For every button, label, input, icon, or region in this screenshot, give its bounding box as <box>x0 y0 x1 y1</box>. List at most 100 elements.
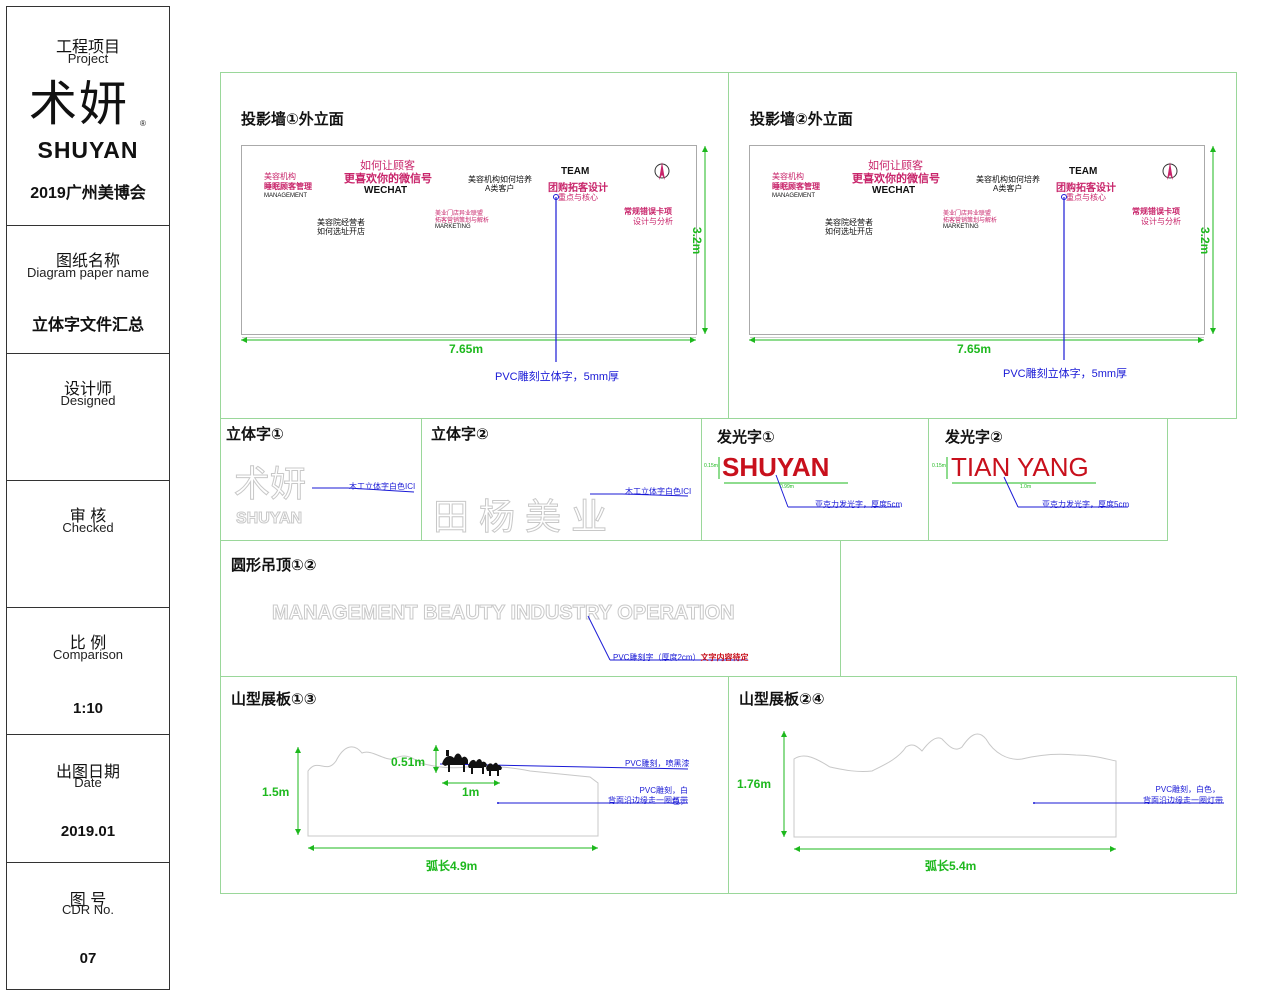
glow2-width-label: 1.0m <box>1020 484 1032 490</box>
wall1-a3: MANAGEMENT <box>264 193 308 199</box>
wall1-e2: 如何选址开店 <box>317 227 365 236</box>
compass-logo-icon <box>1162 162 1178 180</box>
cdr-label-zh: 图 号 <box>69 892 107 909</box>
checked-label-en: Checked <box>62 520 114 535</box>
mountain2-height-label: 1.76m <box>737 777 772 791</box>
wall1-g2: 设计与分析 <box>633 217 673 226</box>
project-logo-zh: 术妍 <box>29 76 130 132</box>
glow1-height-label: 0.15m <box>704 463 718 469</box>
glow2-dimensions <box>946 457 1128 508</box>
wall2-f1: 美业门店异业联盟 <box>943 211 992 217</box>
glow2-panel <box>928 418 1168 541</box>
mountain2-drawing <box>781 731 1224 852</box>
glow2-text: TIAN YANG <box>951 452 1089 482</box>
diagram-value: 立体字文件汇总 <box>31 317 144 334</box>
wall2-d2: 团购拓客设计 <box>1056 183 1116 194</box>
letter2-note: 木工立体字白色ICI <box>625 487 692 496</box>
glow2-title: 发光字② <box>945 429 1003 446</box>
camel-silhouette-icon <box>442 750 502 776</box>
compass-logo-icon <box>654 162 670 180</box>
wall1-a2: 睡眠顾客管理 <box>264 182 312 191</box>
wall1-d3: 重点与核心 <box>558 193 598 202</box>
project-label-zh: 工程项目 <box>55 39 120 56</box>
checked-cell: 审 核 Checked <box>7 480 169 608</box>
wall1-note: PVC雕刻立体字，5mm厚 <box>495 371 620 383</box>
wall2-b3: WECHAT <box>872 185 916 196</box>
wall1-b1: 如何让顾客 <box>360 160 415 172</box>
wall1-a1: 美容机构 <box>264 172 296 181</box>
mountain1-note2b: 背面沿边缘走一圈灯带 <box>608 796 688 805</box>
wall2-b1: 如何让顾客 <box>868 160 923 172</box>
wall1-g1: 常规错误卡项 <box>624 207 672 216</box>
wall2-height-label: 3.2m <box>1198 227 1212 255</box>
mountain1-title: 山型展板①③ <box>231 691 317 708</box>
diagram-label-en: Diagram paper name <box>26 265 150 280</box>
wall1-c1: 美容机构如何培养 <box>468 175 532 184</box>
diagram-cell: 图纸名称 Diagram paper name 立体字文件汇总 <box>7 225 169 354</box>
project-logo-en: SHUYAN <box>37 137 139 163</box>
glow1-text: SHUYAN <box>722 452 830 482</box>
date-label-en: Date <box>74 775 102 790</box>
mountain1-note2a: PVC雕刻，白色， <box>639 786 688 806</box>
designer-label-zh: 设计师 <box>63 381 112 398</box>
mountain1-camel-width-label: 1m <box>462 785 480 799</box>
wall2-note: PVC雕刻立体字，5mm厚 <box>1003 368 1128 380</box>
wall2-width-label: 7.65m <box>957 342 992 356</box>
wall1-title: 投影墙①外立面 <box>241 111 344 128</box>
scale-label-zh: 比 例 <box>69 635 107 652</box>
date-label-zh: 出图日期 <box>55 764 120 781</box>
mountain1-note1: PVC雕刻，喷黑漆 <box>625 759 690 768</box>
wall2-d3: 重点与核心 <box>1066 193 1106 202</box>
wall1-floor <box>242 333 696 338</box>
wall1-d1: TEAM <box>561 166 590 177</box>
mountain1-arc-label: 弧长4.9m <box>426 859 478 873</box>
mountain2-note2b: 背面沿边缘走一圈灯带 <box>1143 796 1223 805</box>
designer-cell: 设计师 Designed <box>7 353 169 481</box>
wall2-g1: 常规错误卡项 <box>1132 207 1180 216</box>
project-cell: 工程项目 Project 术妍 ® SHUYAN 2019广州美博会 <box>7 7 169 226</box>
glow1-dimensions <box>718 457 900 508</box>
ceiling-note-b: 文字内容待定 <box>700 653 749 662</box>
glow1-width-label: 0.99m <box>780 484 794 490</box>
wall1-height-label: 3.2m <box>690 227 704 255</box>
project-event: 2019广州美博会 <box>30 185 146 202</box>
ceiling-leader <box>587 615 748 661</box>
wall1-e1: 美容院经营者 <box>317 218 365 227</box>
project-label-en: Project <box>67 51 109 66</box>
wall2-a1: 美容机构 <box>772 172 804 181</box>
wall2-a2: 睡眠顾客管理 <box>772 182 820 191</box>
glow2-note: 亚克力发光字，厚度5cm <box>1042 500 1130 509</box>
title-block: 工程项目 Project 术妍 ® SHUYAN 2019广州美博会 图纸名称 … <box>6 6 170 990</box>
wall2-a3: MANAGEMENT <box>772 193 816 199</box>
wall2-b2: 更喜欢你的微信号 <box>852 173 940 185</box>
scale-value: 1:10 <box>72 700 104 717</box>
letter2-text: 田杨美业 <box>432 496 618 538</box>
wall1-f1: 美业门店异业联盟 <box>435 211 484 217</box>
wall2-e1: 美容院经营者 <box>825 218 873 227</box>
mountain2-title: 山型展板②④ <box>739 691 825 708</box>
cdr-value: 07 <box>79 950 97 967</box>
cdr-cell: 图 号 CDR No. 07 <box>7 862 169 989</box>
wall2-g2: 设计与分析 <box>1141 217 1181 226</box>
ceiling-text: MANAGEMENT BEAUTY INDUSTRY OPERATION <box>272 602 736 625</box>
glow1-note: 亚克力发光字，厚度5cm <box>815 500 903 509</box>
wall2-d1: TEAM <box>1069 166 1098 177</box>
ceiling-title: 圆形吊顶①② <box>231 557 317 574</box>
checked-label-zh: 审 核 <box>69 508 107 525</box>
letter1-logo-en: SHUYAN <box>235 510 303 528</box>
mountain2-panel <box>728 676 1237 894</box>
scale-label-en: Comparison <box>52 647 124 662</box>
wall2-f2: 拓客营销策划与解析 <box>943 218 998 224</box>
mountain1-drawing <box>295 745 689 851</box>
cdr-label-en: CDR No. <box>61 902 114 917</box>
wall1-b3: WECHAT <box>364 185 408 196</box>
mountain1-camel-height-label: 0.51m <box>391 755 426 769</box>
wall2-elevation: 美容机构 睡眠顾客管理 MANAGEMENT 如何让顾客 更喜欢你的微信号 WE… <box>749 145 1205 338</box>
wall2-f3: MARKETING <box>943 224 979 230</box>
mountain2-arc-label: 弧长5.4m <box>925 859 977 873</box>
letter2-title: 立体字② <box>431 426 489 443</box>
date-cell: 出图日期 Date 2019.01 <box>7 734 169 863</box>
designer-label-en: Designed <box>60 393 116 408</box>
glow1-title: 发光字① <box>717 429 775 446</box>
glow2-height-label: 0.15m <box>932 463 946 469</box>
